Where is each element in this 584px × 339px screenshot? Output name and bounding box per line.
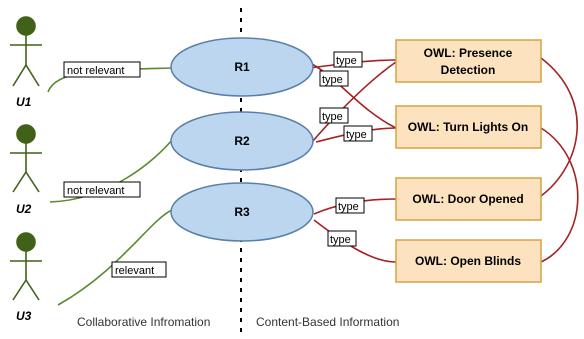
actor-head [16,124,36,144]
recommendation-r1[interactable] [170,37,314,97]
user-label-u2: U2 [16,202,32,216]
section-label-content-based: Content-Based Information [256,315,399,329]
owl-open-blinds[interactable] [395,239,542,283]
link-label-u2: not relevant [67,185,124,197]
owl-door-opened[interactable] [395,177,542,221]
user-label-u3: U3 [16,309,32,323]
owl-presence-detection-line1: OWL: Presence [424,46,513,60]
type-label-box [333,51,363,68]
link-r1-lights [311,63,397,129]
recommendation-r1-label: R1 [234,60,250,74]
link-label-box-u1 [63,61,141,78]
link-presence-door [540,57,578,197]
actor-head [16,232,36,252]
section-label-collaborative: Collaborative Infromation [77,315,210,329]
owl-turn-lights-on[interactable] [395,105,542,149]
owl-open-blinds-label: OWL: Open Blinds [415,254,521,268]
owl-door-opened-label: OWL: Door Opened [412,192,523,206]
owl-presence-detection[interactable] [395,39,542,83]
type-label-r2-lights: type [346,129,367,141]
link-r2-presence [311,61,397,143]
type-label-box [319,107,349,124]
actor-u1 [10,16,42,87]
link-label-u3: relevant [115,265,154,277]
link-label-box-u3 [111,261,167,278]
actor-u3 [10,232,42,301]
link-label-u1: not relevant [67,65,124,77]
recommendation-r2-label: R2 [234,134,250,148]
link-label-box-u2 [63,181,141,198]
link-u2-r2 [49,139,173,203]
type-label-r3-door: type [338,201,359,213]
type-label-box [335,197,365,214]
type-label-r3-blinds: type [330,234,351,246]
type-label-r1-lights: type [322,74,343,86]
recommendation-r3-label: R3 [234,205,250,219]
type-label-box [327,230,357,247]
type-links [309,57,579,263]
link-lights-blinds [540,127,579,263]
type-label-r2-presence: type [322,111,343,123]
actor-u2 [10,124,42,193]
actor-head [16,16,36,36]
recommendation-r2[interactable] [170,111,314,171]
link-u3-r3 [57,209,173,306]
type-label-r1-presence: type [336,55,357,67]
owl-turn-lights-on-label: OWL: Turn Lights On [408,120,528,134]
recommendation-r3[interactable] [170,182,314,242]
type-label-box [319,70,349,87]
user-label-u1: U1 [16,95,32,109]
type-label-box [343,125,373,142]
owl-presence-detection-line2: Detection [441,63,496,77]
link-r3-blinds [313,219,397,263]
